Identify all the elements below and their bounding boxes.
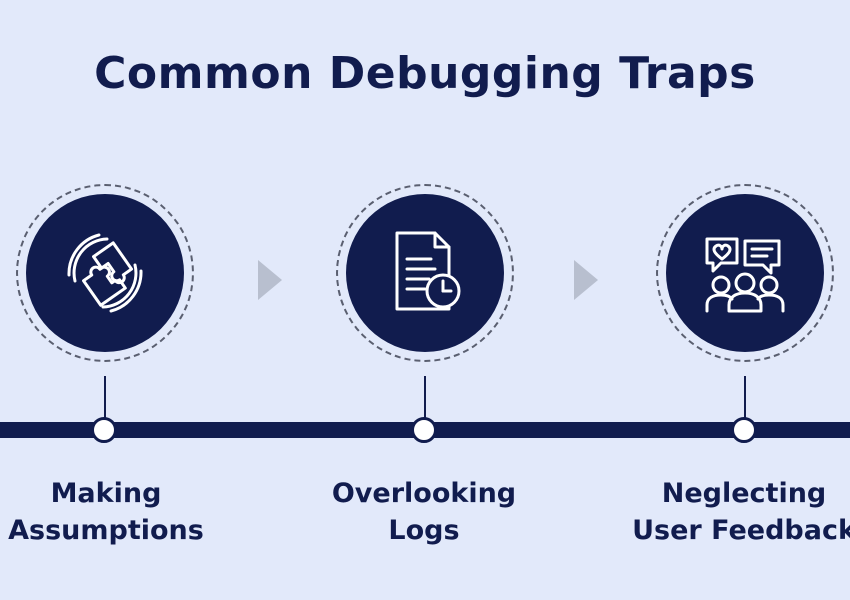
step-1-label: Making Assumptions — [0, 475, 236, 549]
step-2-label: Overlooking Logs — [294, 475, 554, 549]
step-2-stem — [424, 376, 426, 424]
step-3-label-line1: Neglecting — [661, 478, 827, 509]
step-1-label-line1: Making — [50, 478, 162, 509]
step-1-stem — [104, 376, 106, 424]
step-2-label-line2: Logs — [388, 515, 460, 546]
step-3-marker — [731, 417, 757, 443]
step-3-stem — [744, 376, 746, 424]
step-2-label-line1: Overlooking — [331, 478, 517, 509]
document-clock-icon — [395, 231, 461, 311]
step-3-label: Neglecting User Feedback — [614, 475, 850, 549]
step-1-circle — [26, 194, 184, 352]
step-3-node — [656, 184, 834, 362]
step-1-marker — [91, 417, 117, 443]
page-title: Common Debugging Traps — [94, 48, 756, 99]
step-1-label-line2: Assumptions — [8, 515, 204, 546]
arrow-right-2 — [574, 260, 598, 300]
step-1-node — [16, 184, 194, 362]
step-2-circle — [346, 194, 504, 352]
step-2-marker — [411, 417, 437, 443]
arrow-right-1 — [258, 260, 282, 300]
puzzle-pieces-icon — [67, 233, 143, 313]
step-3-circle — [666, 194, 824, 352]
people-feedback-icon — [705, 237, 785, 313]
step-3-label-line2: User Feedback — [632, 515, 850, 546]
step-2-node — [336, 184, 514, 362]
